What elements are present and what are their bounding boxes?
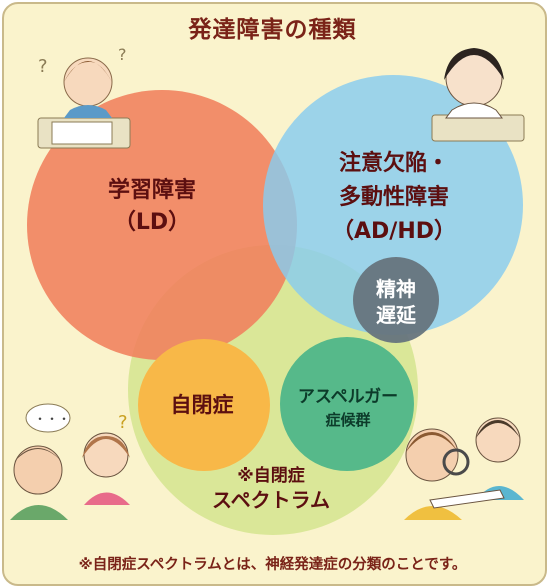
asperger-label-line2: 症候群 — [325, 411, 370, 429]
father-son-illustration: ・・・ ? — [10, 403, 130, 520]
spectrum-label-line2: スペクトラム — [212, 488, 330, 512]
girl-distracted-illustration — [431, 48, 525, 142]
asperger-label-line1: アスペルガー — [298, 387, 398, 407]
mental-circle — [353, 257, 439, 343]
adhd-label-line1: 注意欠陥・ — [339, 150, 449, 176]
ld-label-line1: 学習障害 — [108, 177, 196, 203]
girl-studying-illustration: ? ? — [37, 45, 131, 149]
svg-text:?: ? — [38, 56, 48, 77]
footnote: ※自閉症スペクトラムとは、神経発達症の分類のことです。 — [78, 557, 467, 573]
adhd-label-line2: 多動性障害 — [339, 184, 449, 210]
svg-text:?: ? — [118, 45, 127, 64]
asperger-circle — [280, 337, 414, 471]
diagram-title: 発達障害の種類 — [188, 17, 357, 43]
boys-magnifier-illustration — [404, 417, 524, 520]
svg-text:?: ? — [118, 412, 128, 433]
ld-label-line2: （LD） — [114, 210, 190, 235]
mental-label-line1: 精神 — [376, 277, 416, 301]
ld-circle — [27, 90, 297, 360]
mental-label-line2: 遅延 — [376, 303, 417, 327]
adhd-label-line3: （AD/HD） — [332, 219, 456, 244]
svg-text:・・・: ・・・ — [34, 412, 70, 426]
spectrum-label-line1: ※自閉症 — [237, 465, 305, 486]
autism-circle — [138, 339, 270, 471]
autism-label: 自閉症 — [171, 393, 234, 417]
